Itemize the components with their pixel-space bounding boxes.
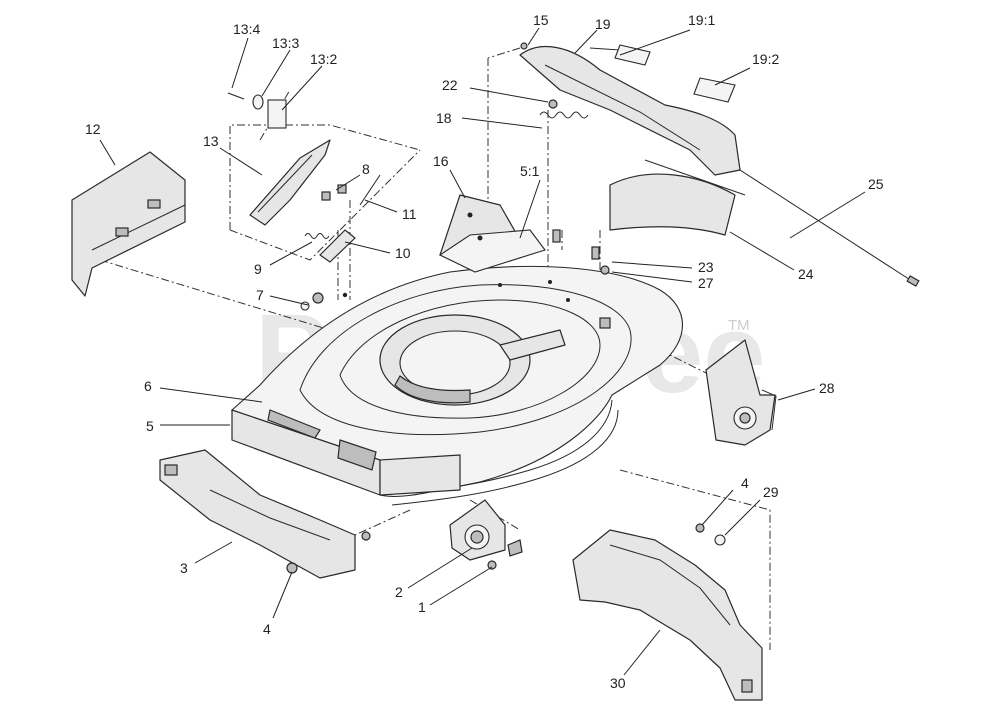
callout-19-1: 19:1 bbox=[688, 12, 715, 28]
front-skirt bbox=[159, 449, 371, 579]
spring-18 bbox=[539, 99, 589, 119]
callout-4-rear: 4 bbox=[741, 475, 749, 491]
watermark-trademark: TM bbox=[728, 317, 750, 334]
callout-12: 12 bbox=[85, 121, 101, 137]
callout-9: 9 bbox=[254, 261, 262, 277]
callout-5: 5 bbox=[146, 418, 154, 434]
height-adjuster bbox=[705, 339, 777, 446]
callout-11: 11 bbox=[402, 206, 417, 222]
callout-6: 6 bbox=[144, 378, 152, 394]
left-flap bbox=[71, 151, 186, 297]
callout-30: 30 bbox=[610, 675, 626, 691]
callout-27: 27 bbox=[698, 275, 714, 291]
callout-leaders bbox=[99, 27, 866, 676]
callout-10: 10 bbox=[395, 245, 411, 261]
callout-13-3: 13:3 bbox=[272, 35, 299, 51]
callout-1: 1 bbox=[418, 599, 426, 615]
rear-skirt bbox=[572, 523, 763, 701]
mower-deck bbox=[231, 265, 683, 506]
callout-13: 13 bbox=[203, 133, 219, 149]
callout-labels: 1 2 3 4 4 5 5:1 6 7 8 9 10 11 12 13 13:2… bbox=[85, 12, 884, 691]
callout-13-4: 13:4 bbox=[233, 21, 260, 37]
callout-24: 24 bbox=[798, 266, 814, 282]
callout-28: 28 bbox=[819, 380, 835, 396]
callout-15: 15 bbox=[533, 12, 549, 28]
callout-2: 2 bbox=[395, 584, 403, 600]
callout-16: 16 bbox=[433, 153, 449, 169]
hardware bbox=[300, 42, 611, 329]
callout-4-front: 4 bbox=[263, 621, 271, 637]
wheel-plate-front bbox=[449, 499, 523, 570]
callout-8: 8 bbox=[362, 161, 370, 177]
handle-bracket bbox=[519, 44, 920, 287]
callout-3: 3 bbox=[180, 560, 188, 576]
latch-bracket bbox=[227, 92, 381, 263]
callout-18: 18 bbox=[436, 110, 452, 126]
callout-5-1: 5:1 bbox=[520, 163, 540, 179]
callout-19: 19 bbox=[595, 16, 611, 32]
callout-7: 7 bbox=[256, 287, 264, 303]
callout-25: 25 bbox=[868, 176, 884, 192]
callout-29: 29 bbox=[763, 484, 779, 500]
callout-22: 22 bbox=[442, 77, 458, 93]
callout-19-2: 19:2 bbox=[752, 51, 779, 67]
callout-13-2: 13:2 bbox=[310, 51, 337, 67]
rear-housing bbox=[438, 194, 546, 273]
deflector-chute bbox=[609, 159, 746, 236]
callout-23: 23 bbox=[698, 259, 714, 275]
